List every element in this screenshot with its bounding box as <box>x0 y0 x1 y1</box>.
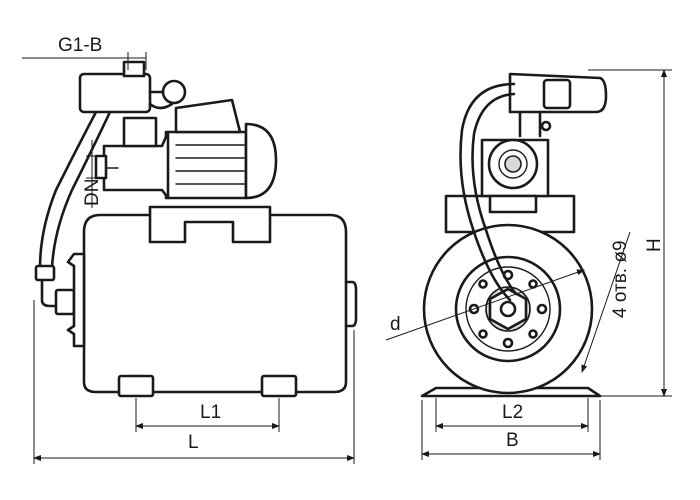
side-motor <box>164 130 248 200</box>
side-fitting <box>40 278 60 308</box>
side-terminal-box <box>174 98 242 134</box>
dim-holes-label: 4 отв. ø9 <box>610 240 631 318</box>
dim-l-label: L <box>188 432 199 453</box>
side-pressure-switch <box>78 72 152 114</box>
side-hose <box>38 110 98 270</box>
dim-h-label: H <box>644 238 665 252</box>
dim-l2-label: L2 <box>502 402 523 423</box>
side-pump-head <box>122 116 158 148</box>
side-pump-housing <box>102 130 170 200</box>
dim-d-label: d <box>390 314 401 335</box>
side-motor-cap <box>244 122 278 200</box>
front-view: d 4 отв. ø9 H L2 B <box>385 69 672 460</box>
dim-g1b-label: G1-B <box>58 35 102 56</box>
side-view: G1-B DN L1 L <box>22 35 358 464</box>
side-tank <box>82 213 348 394</box>
dim-b-label: B <box>506 430 519 451</box>
side-gauge <box>161 79 187 105</box>
side-tank-endcap <box>344 280 358 328</box>
front-hose <box>459 82 516 302</box>
dim-dn-label: DN <box>82 179 103 206</box>
side-foot-right <box>260 374 298 398</box>
dim-l1-label: L1 <box>200 402 221 423</box>
side-bracket <box>148 205 272 244</box>
side-foot-left <box>117 374 155 398</box>
